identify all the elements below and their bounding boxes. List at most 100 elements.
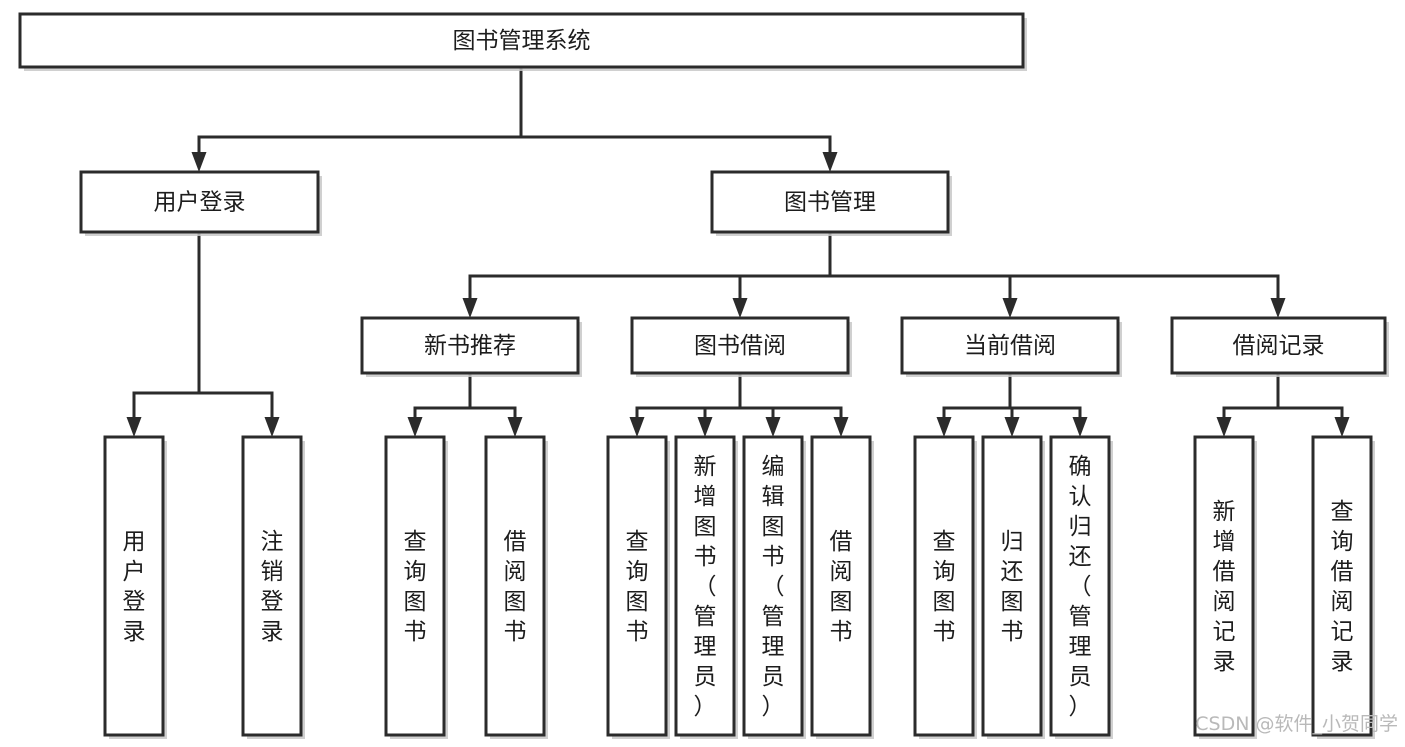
connector-line (635, 373, 742, 417)
connector-line (1276, 373, 1344, 417)
connector-root-to-user-login (191, 67, 523, 172)
node-label: 编辑图书（管理员） (762, 454, 785, 720)
arrow-head-icon (732, 298, 748, 318)
connector-layer (126, 67, 1350, 437)
node-leaf-add-book[interactable]: 新增图书（管理员） (674, 435, 738, 739)
node-label: 新书推荐 (424, 333, 516, 359)
node-label: 新增图书（管理员） (694, 454, 717, 720)
node-box[interactable] (241, 435, 303, 737)
node-user-login[interactable]: 用户登录 (79, 170, 322, 236)
node-book-borrow[interactable]: 图书借阅 (630, 316, 852, 377)
connector-line (132, 232, 201, 417)
node-box[interactable] (606, 435, 668, 737)
arrow-head-icon (1334, 417, 1350, 437)
node-leaf-add-borrow-record[interactable]: 新增借阅记录 (1193, 435, 1257, 739)
connector-line (828, 232, 1012, 298)
node-leaf-confirm-return[interactable]: 确认归还（管理员） (1049, 435, 1113, 739)
arrow-head-icon (1216, 417, 1232, 437)
connector-book-borrow-to-leaf-query-book-2 (629, 373, 742, 437)
arrow-head-icon (507, 417, 523, 437)
arrow-head-icon (822, 152, 838, 172)
node-book-management[interactable]: 图书管理 (710, 170, 952, 236)
arrow-head-icon (1072, 417, 1088, 437)
node-label: 查询图书 (626, 529, 649, 645)
connector-current-borrow-to-leaf-return-book (1004, 373, 1020, 437)
node-box[interactable] (360, 316, 580, 375)
node-box[interactable] (1311, 435, 1373, 737)
node-box[interactable] (18, 12, 1025, 69)
arrow-head-icon (629, 417, 645, 437)
connector-line (1222, 373, 1280, 417)
node-box[interactable] (710, 170, 950, 234)
connector-current-borrow-to-leaf-confirm-return (1008, 373, 1088, 437)
node-box[interactable] (1170, 316, 1387, 375)
node-new-book-recommend[interactable]: 新书推荐 (360, 316, 582, 377)
node-box[interactable] (484, 435, 546, 737)
node-leaf-logout[interactable]: 注销登录 (241, 435, 305, 739)
node-leaf-query-borrow-record[interactable]: 查询借阅记录 (1311, 435, 1375, 739)
arrow-head-icon (1004, 417, 1020, 437)
node-box[interactable] (674, 435, 736, 737)
connector-book-borrow-to-leaf-borrow-book-2 (738, 373, 849, 437)
node-label: 查询图书 (404, 529, 427, 645)
watermark-label: CSDN @软件_小贺同学 (1195, 713, 1398, 735)
node-label: 查询图书 (933, 529, 956, 645)
connector-line (738, 373, 775, 417)
node-box[interactable] (79, 170, 320, 234)
connector-line (197, 67, 523, 152)
node-box[interactable] (103, 435, 165, 737)
connector-line (703, 373, 742, 417)
arrow-head-icon (191, 152, 207, 172)
connector-line (738, 232, 832, 298)
node-box[interactable] (810, 435, 872, 737)
node-box[interactable] (742, 435, 804, 737)
node-box[interactable] (900, 316, 1120, 375)
node-leaf-edit-book[interactable]: 编辑图书（管理员） (742, 435, 806, 739)
connector-line (468, 232, 832, 298)
node-leaf-query-book-2[interactable]: 查询图书 (606, 435, 670, 739)
node-label: 新增借阅记录 (1213, 499, 1236, 675)
node-current-borrow[interactable]: 当前借阅 (900, 316, 1122, 377)
arrow-head-icon (765, 417, 781, 437)
connector-line (942, 373, 1012, 417)
node-label: 借阅图书 (504, 529, 527, 645)
connector-root-to-book-management (519, 67, 838, 172)
connector-user-login-to-leaf-logout (197, 232, 280, 437)
node-box[interactable] (1049, 435, 1111, 737)
node-leaf-user-login[interactable]: 用户登录 (103, 435, 167, 739)
node-box[interactable] (1193, 435, 1255, 737)
arrow-head-icon (833, 417, 849, 437)
connector-line (828, 232, 1280, 298)
node-box[interactable] (384, 435, 446, 737)
node-box[interactable] (630, 316, 850, 375)
node-label: 图书管理 (784, 190, 876, 216)
node-leaf-query-book-3[interactable]: 查询图书 (913, 435, 977, 739)
arrow-head-icon (462, 298, 478, 318)
node-box[interactable] (981, 435, 1043, 737)
node-leaf-borrow-book-1[interactable]: 借阅图书 (484, 435, 548, 739)
connector-borrow-record-to-leaf-query-borrow-record (1276, 373, 1350, 437)
node-leaf-return-book[interactable]: 归还图书 (981, 435, 1045, 739)
connector-book-management-to-borrow-record (828, 232, 1286, 318)
node-borrow-record[interactable]: 借阅记录 (1170, 316, 1389, 377)
connector-borrow-record-to-leaf-add-borrow-record (1216, 373, 1280, 437)
connector-new-book-recommend-to-leaf-query-book-1 (407, 373, 472, 437)
node-label: 借阅记录 (1233, 333, 1325, 359)
node-label: 归还图书 (1001, 529, 1024, 645)
node-root[interactable]: 图书管理系统 (18, 12, 1027, 71)
connector-line (738, 373, 843, 417)
node-label: 用户登录 (123, 529, 146, 645)
connector-line (468, 373, 517, 417)
connector-line (519, 67, 832, 152)
node-label: 图书管理系统 (453, 28, 591, 54)
node-label: 确认归还（管理员） (1069, 454, 1092, 720)
node-box[interactable] (913, 435, 975, 737)
node-leaf-query-book-1[interactable]: 查询图书 (384, 435, 448, 739)
connector-current-borrow-to-leaf-query-book-3 (936, 373, 1012, 437)
node-label: 当前借阅 (964, 333, 1056, 359)
node-label: 图书借阅 (694, 333, 786, 359)
node-leaf-borrow-book-2[interactable]: 借阅图书 (810, 435, 874, 739)
connector-new-book-recommend-to-leaf-borrow-book-1 (468, 373, 523, 437)
connector-book-borrow-to-leaf-add-book (697, 373, 742, 437)
connector-line (197, 232, 274, 417)
